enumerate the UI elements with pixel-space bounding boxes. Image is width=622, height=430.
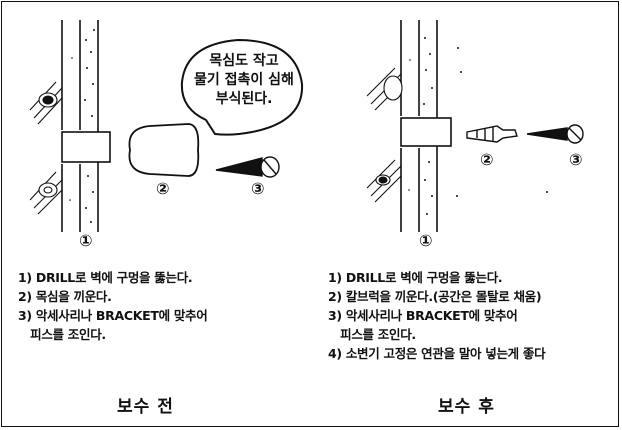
marker-screw: ③	[569, 150, 583, 169]
caption-before: 보수 전	[117, 397, 174, 417]
bubble-line-3: 부식된다.	[215, 91, 273, 107]
bubble-note: 목심도 작고 물기 접촉이 심해 부식된다.	[174, 52, 314, 109]
marker-screw: ③	[251, 179, 265, 198]
screw	[215, 156, 280, 178]
steps-list: 1) DRILL로 벽에 구멍을 뚫는다. 2) 목심을 끼운다. 3) 악세사…	[18, 268, 208, 344]
step-3: 3) 악세사리나 BRACKET에 맞추어	[328, 308, 518, 323]
wall-section	[61, 20, 99, 232]
panel-after-repair: ② ③ ① 1) DRILL로 벽에 구멍을 뚫는다. 2) 칼브럭을 끼운다.…	[311, 0, 622, 430]
wall-plug	[466, 125, 518, 143]
anchor-stub	[61, 131, 111, 163]
step-4: 4) 소변기 고정은 연관을 말아 넣는게 좋다	[328, 346, 546, 361]
bubble-line-2: 물기 접촉이 심해	[194, 72, 294, 88]
hatch-lower	[29, 171, 63, 215]
step-3-cont: 피스를 조인다.	[18, 327, 106, 342]
marker-wall: ①	[419, 231, 433, 250]
step-2: 2) 목심을 끼운다.	[18, 289, 112, 304]
marker-plug: ②	[156, 179, 170, 198]
marker-plug: ②	[480, 150, 494, 169]
caption-after: 보수 후	[438, 397, 495, 417]
before-illustration	[29, 20, 304, 232]
step-1: 1) DRILL로 벽에 구멍을 뚫는다.	[18, 270, 193, 285]
steps-list: 1) DRILL로 벽에 구멍을 뚫는다. 2) 칼브럭을 끼운다.(공간은 몰…	[328, 268, 546, 363]
step-2: 2) 칼브럭을 끼운다.(공간은 몰탈로 채움)	[328, 289, 542, 304]
marker-wall: ①	[79, 231, 93, 250]
panel-before-repair: 목심도 작고 물기 접촉이 심해 부식된다. ② ③ ① 1) DRILL로 벽…	[18, 20, 314, 417]
after-illustration	[366, 20, 584, 232]
screw	[526, 124, 584, 144]
hatch-upper	[366, 67, 403, 111]
hatch-upper	[29, 81, 63, 125]
hatch-lower	[366, 159, 402, 203]
anchor-stub	[400, 117, 452, 147]
step-3-cont: 피스를 조인다.	[328, 327, 416, 342]
speech-bubble	[180, 38, 304, 136]
wall-stipple	[408, 37, 548, 215]
bubble-line-1: 목심도 작고	[209, 53, 279, 69]
step-1: 1) DRILL로 벽에 구멍을 뚫는다.	[328, 270, 503, 285]
wooden-plug	[128, 123, 200, 177]
wall-stipple	[69, 29, 95, 223]
step-3: 3) 악세사리나 BRACKET에 맞추어	[18, 308, 208, 323]
